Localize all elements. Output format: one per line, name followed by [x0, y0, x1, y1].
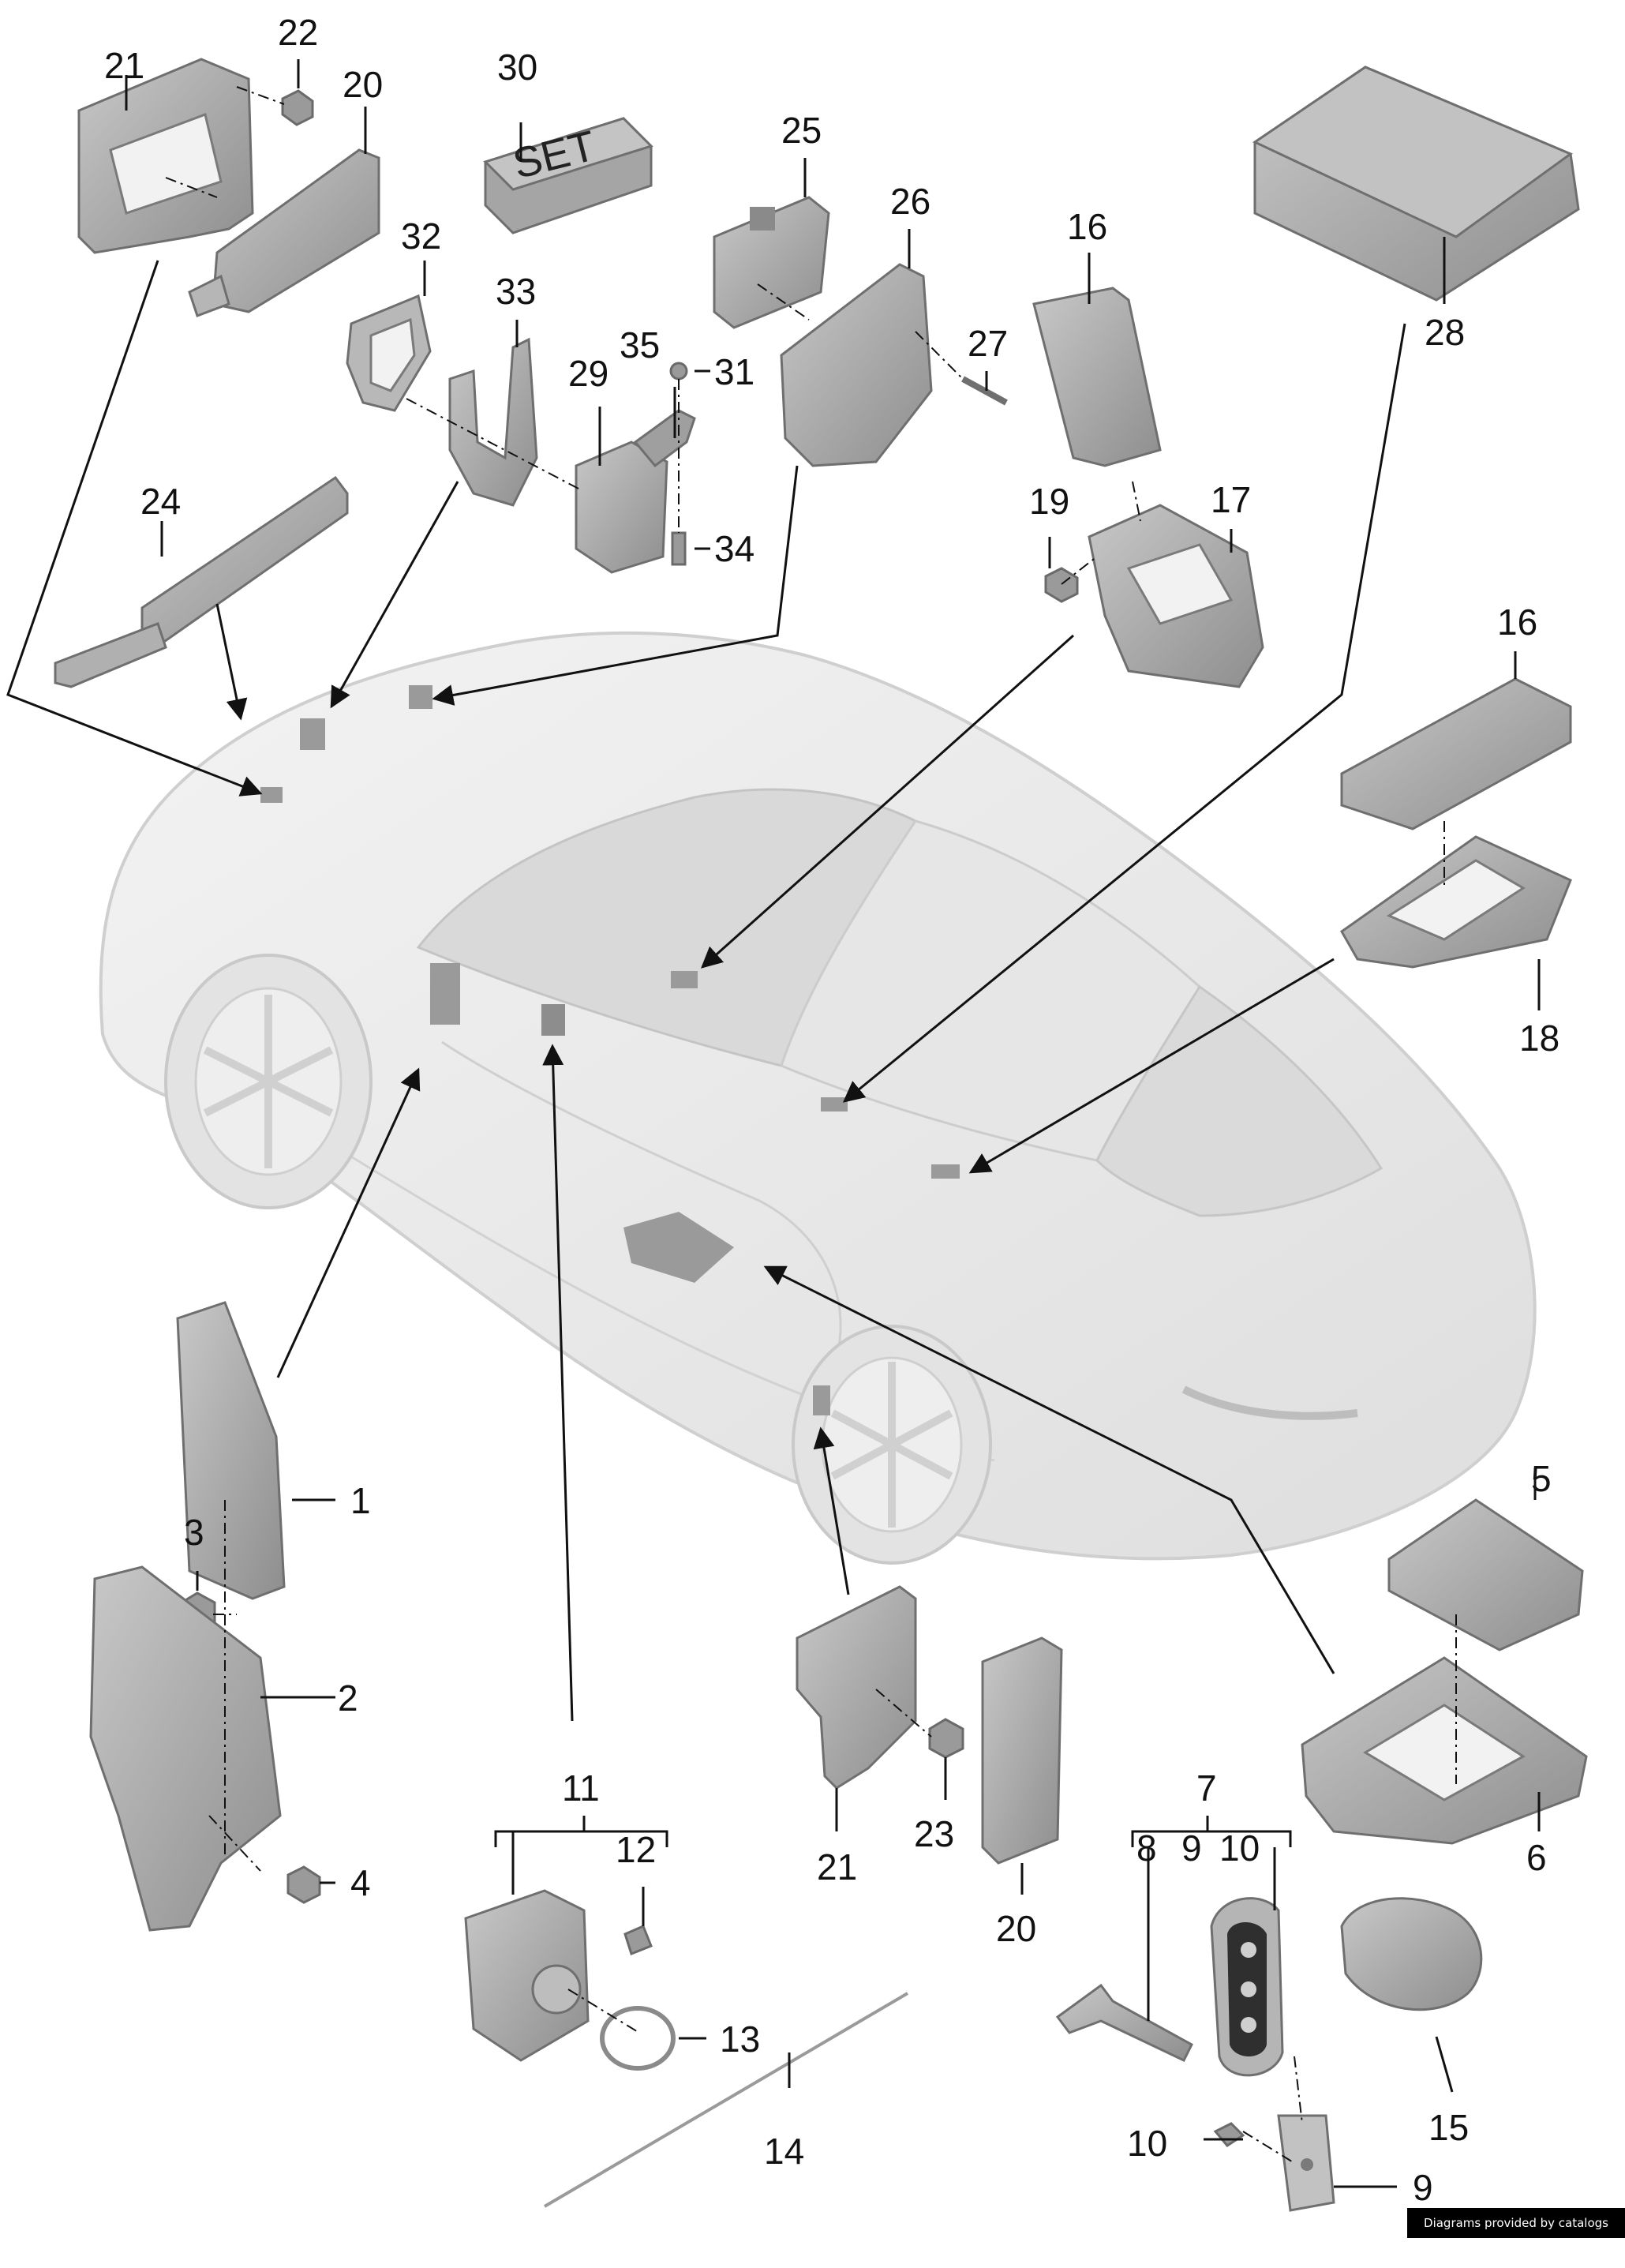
part-20-antenna-bottom	[981, 1636, 1063, 1865]
part-30-set-box: SET	[483, 117, 653, 234]
callout-24: 24	[140, 481, 182, 522]
dash-dot-lines	[165, 86, 1457, 2164]
car-rear-window	[1095, 984, 1383, 1217]
callout-21-top: 21	[104, 45, 145, 86]
part-13-ring	[600, 2006, 676, 2071]
callout-9-bottom: 9	[1413, 2167, 1433, 2208]
part-11-ignition-lock	[464, 1889, 590, 2062]
callout-18: 18	[1519, 1018, 1560, 1059]
car-illustration	[99, 631, 1537, 1565]
car-door-line	[441, 1040, 842, 1359]
part-31-screw	[669, 362, 688, 380]
part-4-screw	[286, 1865, 321, 1904]
part-23-nut	[928, 1718, 964, 1759]
callout-2: 2	[338, 1678, 358, 1719]
part-18-bracket	[1340, 835, 1572, 969]
part-24-antenna-rod	[54, 475, 349, 688]
part-27-pin	[961, 376, 1008, 406]
callout-15: 15	[1428, 2107, 1470, 2148]
part-14-cable	[543, 1992, 909, 2208]
part-33-u-bracket	[448, 337, 538, 507]
callout-25: 25	[781, 110, 822, 151]
part-29-module	[575, 440, 668, 574]
callout-19: 19	[1029, 481, 1070, 522]
car-body	[99, 631, 1537, 1561]
car-rear-wheel	[792, 1325, 992, 1565]
callout-13: 13	[720, 2019, 761, 2060]
part-32-ring-frame	[346, 294, 432, 412]
callout-1: 1	[350, 1480, 371, 1521]
part-21-bracket-top	[77, 58, 254, 254]
callout-3: 3	[184, 1512, 204, 1553]
callout-21-bottom: 21	[817, 1846, 858, 1888]
callout-12: 12	[616, 1829, 657, 1870]
callout-17: 17	[1211, 479, 1252, 520]
car-front-wheel	[164, 954, 373, 1209]
part-10-key-fob	[1210, 1897, 1284, 2077]
callout-5: 5	[1531, 1458, 1552, 1499]
part-5-module	[1387, 1498, 1584, 1651]
callout-31: 31	[714, 351, 755, 392]
part-16-antenna-module-top	[1032, 287, 1162, 467]
car-rear-lights	[1181, 1385, 1358, 1420]
callout-20-top: 20	[343, 64, 384, 105]
part-8-key-blade	[1055, 1983, 1193, 2062]
callout-10-top: 10	[1219, 1828, 1260, 1869]
part-9-plate	[1277, 2114, 1335, 2212]
part-6-tray	[1301, 1656, 1588, 1845]
part-22-nut	[281, 89, 314, 126]
callout-11: 11	[562, 1768, 600, 1809]
callout-34: 34	[714, 528, 755, 569]
callout-26: 26	[890, 181, 931, 222]
part-21-bracket-bottom	[796, 1585, 917, 1790]
callout-16-top: 16	[1067, 206, 1108, 247]
callout-20-bottom: 20	[996, 1908, 1037, 1949]
part-12-clip	[623, 1925, 653, 1955]
part-26-housing	[780, 263, 933, 467]
callout-16-right: 16	[1497, 602, 1538, 643]
callout-33: 33	[496, 271, 537, 312]
part-34-screw	[671, 531, 687, 566]
pointer-arrows	[6, 260, 1406, 1722]
callout-14: 14	[764, 2131, 805, 2172]
part-28-control-unit	[1252, 66, 1580, 302]
callout-35: 35	[620, 324, 661, 366]
callout-22: 22	[278, 12, 319, 53]
callout-7: 7	[1196, 1768, 1217, 1809]
callout-10-bottom: 10	[1127, 2123, 1168, 2164]
callout-30: 30	[497, 47, 538, 88]
part-2-bracket	[89, 1565, 282, 1932]
part-17-bracket	[1088, 504, 1264, 688]
part-20-antenna-top	[188, 148, 380, 317]
part-10-screw	[1213, 2122, 1245, 2147]
car-roof	[780, 819, 1201, 1162]
callout-32: 32	[401, 216, 442, 257]
callout-27: 27	[968, 323, 1009, 364]
callout-4: 4	[350, 1862, 371, 1903]
leader-lines	[125, 59, 1541, 2188]
credit-banner: Diagrams provided by catalogs parts	[1407, 2208, 1625, 2260]
callout-6: 6	[1526, 1837, 1547, 1878]
part-16-antenna-module-right	[1340, 677, 1572, 830]
part-15-fob-cover	[1340, 1897, 1483, 2011]
callout-29: 29	[568, 353, 609, 394]
callout-8: 8	[1136, 1828, 1157, 1869]
part-19-nut	[1044, 567, 1079, 603]
part-25-control-unit	[713, 196, 830, 329]
callout-9-top: 9	[1181, 1828, 1202, 1869]
callout-28: 28	[1425, 312, 1466, 353]
callout-23: 23	[914, 1813, 955, 1854]
part-35-bracket	[633, 409, 696, 468]
part-1-control-unit	[176, 1301, 286, 1600]
